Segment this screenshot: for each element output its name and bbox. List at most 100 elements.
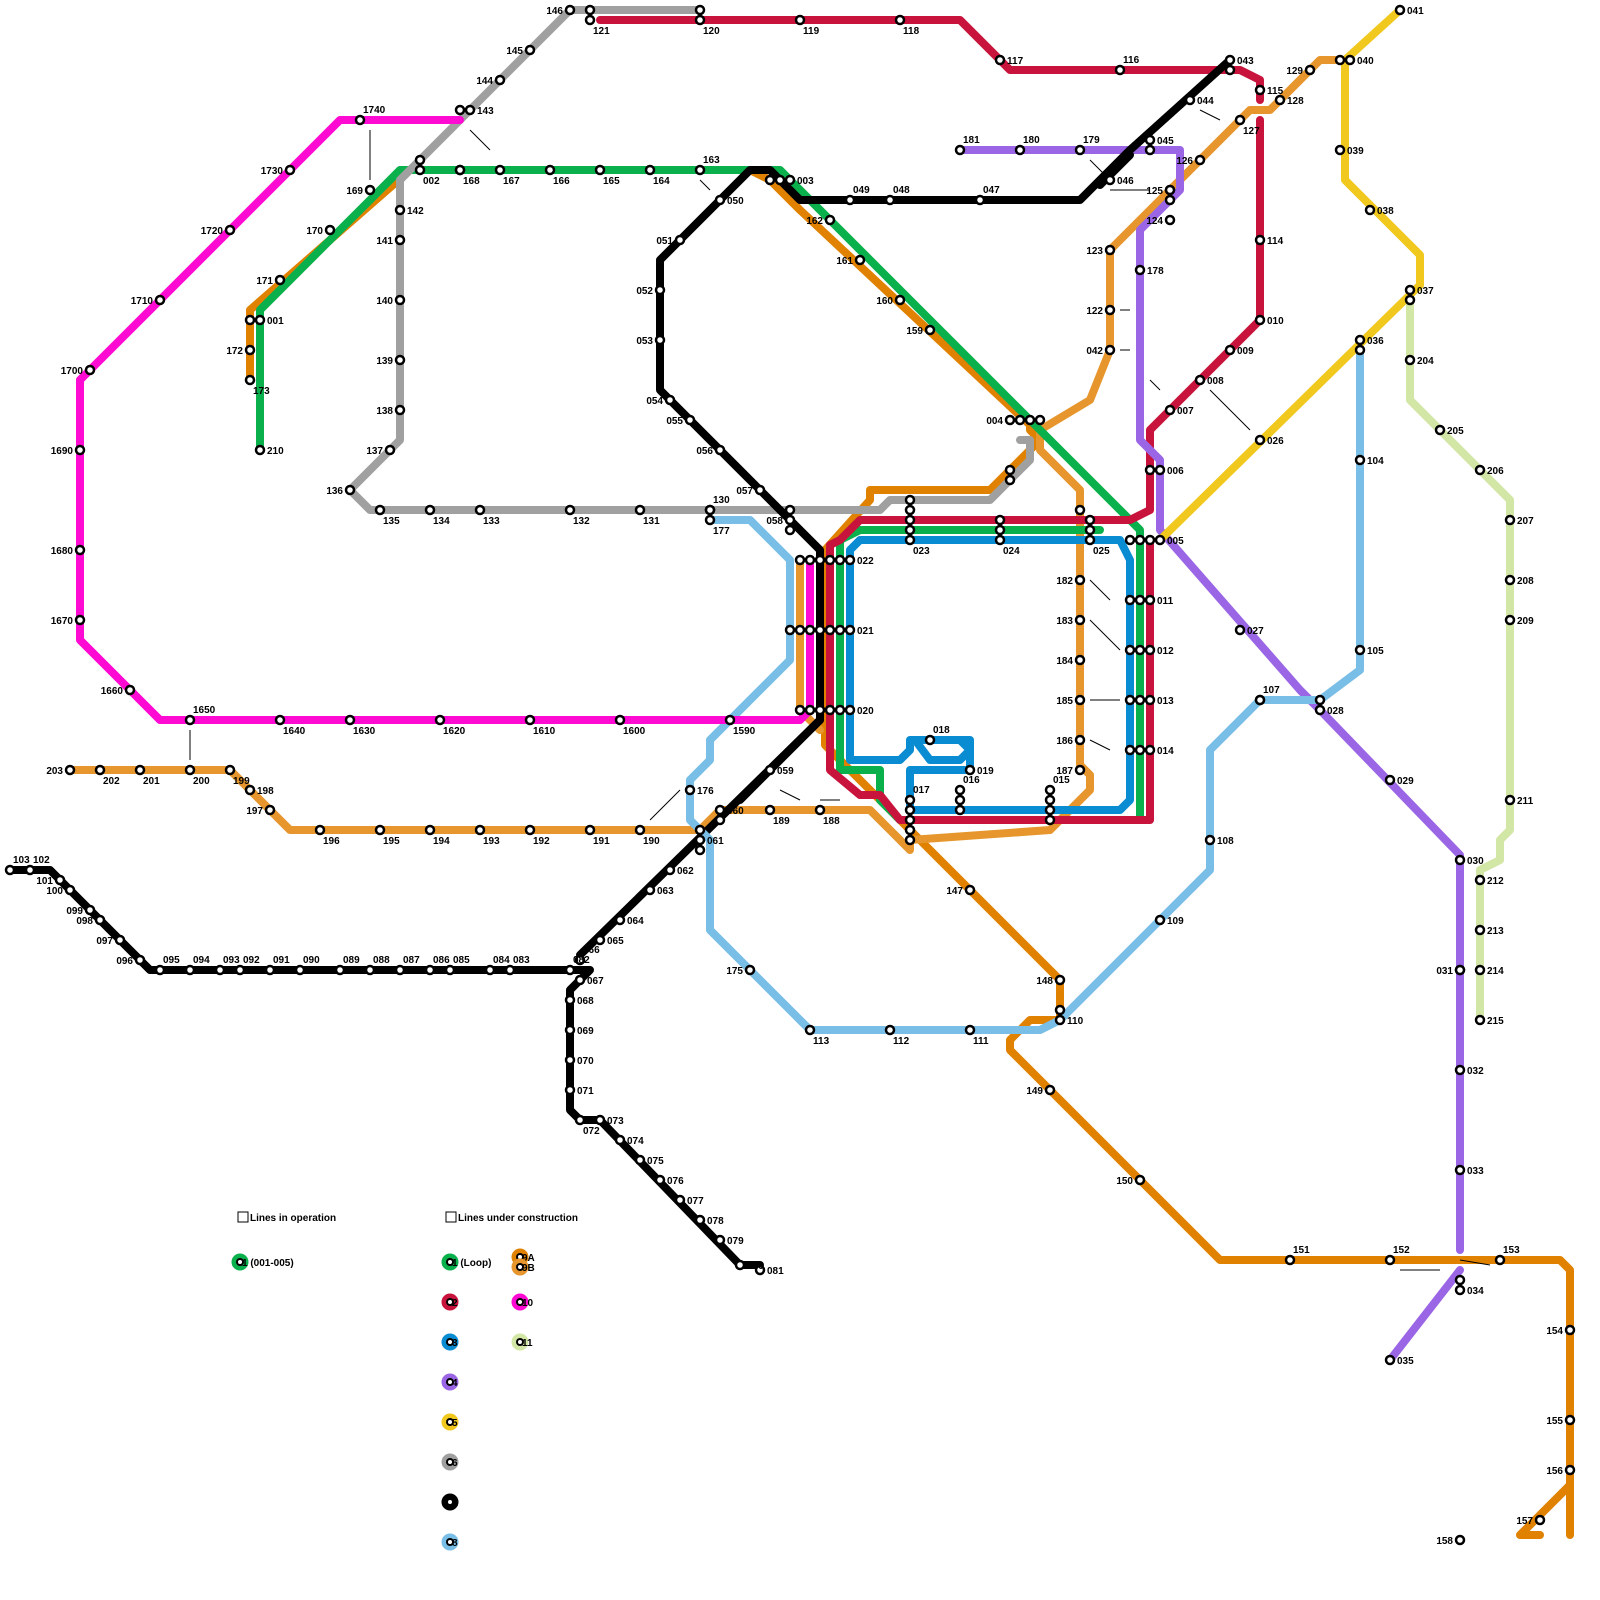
- station-marker[interactable]: [1166, 196, 1174, 204]
- station-marker[interactable]: [786, 526, 794, 534]
- station-208[interactable]: [1506, 576, 1514, 584]
- station-179[interactable]: [1076, 146, 1084, 154]
- station-180[interactable]: [1016, 146, 1024, 154]
- station-129[interactable]: [1306, 66, 1314, 74]
- station-057[interactable]: [756, 486, 764, 494]
- station-006[interactable]: [1156, 466, 1164, 474]
- station-149[interactable]: [1046, 1086, 1054, 1094]
- station-165[interactable]: [596, 166, 604, 174]
- station-marker[interactable]: [1136, 646, 1144, 654]
- station-marker[interactable]: [906, 826, 914, 834]
- station-014[interactable]: [1146, 746, 1154, 754]
- station-marker[interactable]: [786, 626, 794, 634]
- station-032[interactable]: [1456, 1066, 1464, 1074]
- station-201[interactable]: [136, 766, 144, 774]
- station-marker[interactable]: [456, 106, 464, 114]
- station-098[interactable]: [96, 916, 104, 924]
- station-111[interactable]: [966, 1026, 974, 1034]
- station-042[interactable]: [1106, 346, 1114, 354]
- station-marker[interactable]: [1126, 596, 1134, 604]
- station-marker[interactable]: [1356, 346, 1364, 354]
- station-145[interactable]: [526, 46, 534, 54]
- station-075[interactable]: [636, 1156, 644, 1164]
- station-146[interactable]: [566, 6, 574, 14]
- station-marker[interactable]: [246, 316, 254, 324]
- station-marker[interactable]: [1046, 796, 1054, 804]
- station-082[interactable]: [566, 966, 574, 974]
- station-095[interactable]: [156, 966, 164, 974]
- station-133[interactable]: [476, 506, 484, 514]
- station-marker[interactable]: [836, 706, 844, 714]
- station-127[interactable]: [1236, 116, 1244, 124]
- station-017[interactable]: [906, 796, 914, 804]
- station-138[interactable]: [396, 406, 404, 414]
- station-marker[interactable]: [836, 626, 844, 634]
- station-039[interactable]: [1336, 146, 1344, 154]
- station-148[interactable]: [1056, 976, 1064, 984]
- station-1590[interactable]: [726, 716, 734, 724]
- station-162[interactable]: [826, 216, 834, 224]
- station-030[interactable]: [1456, 856, 1464, 864]
- station-195[interactable]: [376, 826, 384, 834]
- station-199[interactable]: [226, 766, 234, 774]
- station-064[interactable]: [616, 916, 624, 924]
- station-059[interactable]: [766, 766, 774, 774]
- station-043[interactable]: [1226, 56, 1234, 64]
- station-marker[interactable]: [956, 796, 964, 804]
- station-031[interactable]: [1456, 966, 1464, 974]
- station-marker[interactable]: [1006, 466, 1014, 474]
- station-1650[interactable]: [186, 716, 194, 724]
- station-176[interactable]: [686, 786, 694, 794]
- station-049[interactable]: [846, 196, 854, 204]
- station-marker[interactable]: [1136, 746, 1144, 754]
- station-209[interactable]: [1506, 616, 1514, 624]
- station-173[interactable]: [246, 376, 254, 384]
- station-028[interactable]: [1316, 706, 1324, 714]
- station-011[interactable]: [1146, 596, 1154, 604]
- station-113[interactable]: [806, 1026, 814, 1034]
- station-096[interactable]: [136, 956, 144, 964]
- station-198[interactable]: [246, 786, 254, 794]
- station-marker[interactable]: [796, 626, 804, 634]
- station-054[interactable]: [666, 396, 674, 404]
- station-084[interactable]: [486, 966, 494, 974]
- station-1680[interactable]: [76, 546, 84, 554]
- station-003[interactable]: [786, 176, 794, 184]
- station-088[interactable]: [366, 966, 374, 974]
- station-122[interactable]: [1106, 306, 1114, 314]
- station-1640[interactable]: [276, 716, 284, 724]
- station-214[interactable]: [1476, 966, 1484, 974]
- station-marker[interactable]: [806, 706, 814, 714]
- station-025[interactable]: [1086, 536, 1094, 544]
- station-172[interactable]: [246, 346, 254, 354]
- station-046[interactable]: [1106, 176, 1114, 184]
- station-marker[interactable]: [816, 626, 824, 634]
- station-102[interactable]: [26, 866, 34, 874]
- station-157[interactable]: [1536, 1516, 1544, 1524]
- legend-checkbox-construction[interactable]: [446, 1212, 456, 1222]
- station-marker[interactable]: [836, 556, 844, 564]
- station-012[interactable]: [1146, 646, 1154, 654]
- station-094[interactable]: [186, 966, 194, 974]
- station-035[interactable]: [1386, 1356, 1394, 1364]
- station-207[interactable]: [1506, 516, 1514, 524]
- station-126[interactable]: [1196, 156, 1204, 164]
- station-168[interactable]: [456, 166, 464, 174]
- station-marker[interactable]: [1026, 416, 1034, 424]
- station-marker[interactable]: [996, 516, 1004, 524]
- station-154[interactable]: [1566, 1326, 1574, 1334]
- station-021[interactable]: [846, 626, 854, 634]
- station-187[interactable]: [1076, 766, 1084, 774]
- station-005[interactable]: [1156, 536, 1164, 544]
- station-193[interactable]: [476, 826, 484, 834]
- station-1610[interactable]: [526, 716, 534, 724]
- station-103[interactable]: [6, 866, 14, 874]
- station-023[interactable]: [906, 536, 914, 544]
- station-213[interactable]: [1476, 926, 1484, 934]
- station-001[interactable]: [256, 316, 264, 324]
- station-1670[interactable]: [76, 616, 84, 624]
- station-019[interactable]: [966, 766, 974, 774]
- station-206[interactable]: [1476, 466, 1484, 474]
- station-010[interactable]: [1256, 316, 1264, 324]
- station-071[interactable]: [566, 1086, 574, 1094]
